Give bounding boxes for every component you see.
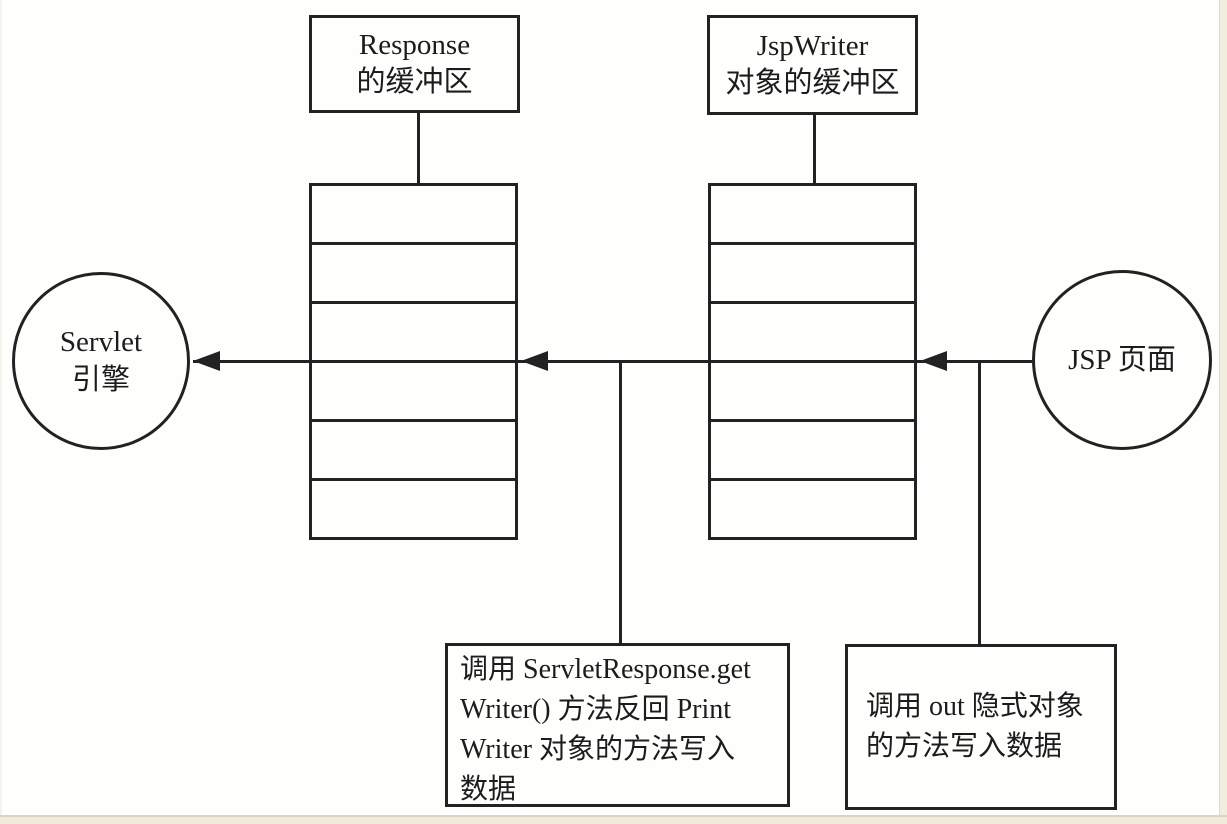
- jspwriter-buffer-label: JspWriter 对象的缓冲区: [725, 30, 900, 99]
- response-buffer-label: Response 的缓冲区: [356, 29, 473, 98]
- right-note-box: 调用 out 隐式对象 的方法写入数据: [845, 644, 1117, 810]
- arrowhead-into-jspwriter-buffer: [920, 351, 947, 371]
- buffer-row: [312, 186, 515, 245]
- data-flow-line: [193, 360, 1032, 363]
- response-buffer-box: Response 的缓冲区: [309, 15, 520, 113]
- connector-to-left-note: [619, 362, 622, 643]
- buffer-row: [711, 245, 914, 304]
- page-edge-left: [0, 0, 2, 824]
- buffer-row: [312, 422, 515, 481]
- jspwriter-buffer-stack: [708, 183, 917, 540]
- connector-to-right-note: [978, 362, 981, 644]
- buffer-row: [312, 481, 515, 537]
- left-note-text: 调用 ServletResponse.get Writer() 方法反回 Pri…: [460, 654, 751, 805]
- arrowhead-into-response-buffer: [521, 351, 548, 371]
- buffer-row: [312, 363, 515, 422]
- buffer-row: [711, 481, 914, 537]
- left-note-box: 调用 ServletResponse.get Writer() 方法反回 Pri…: [445, 643, 790, 807]
- right-note-text: 调用 out 隐式对象 的方法写入数据: [866, 691, 1084, 762]
- buffer-row: [312, 245, 515, 304]
- arrowhead-into-servlet-engine: [193, 351, 220, 371]
- servlet-engine-label: Servlet 引擎: [59, 326, 143, 396]
- buffer-row: [711, 422, 914, 481]
- page-edge-bottom: [0, 815, 1227, 824]
- jspwriter-buffer-box: JspWriter 对象的缓冲区: [707, 15, 918, 115]
- buffer-row: [711, 363, 914, 422]
- response-buffer-stack: [309, 183, 518, 540]
- connector-response-box-to-stack: [417, 113, 420, 183]
- jsp-page-label: JSP 页面: [1068, 344, 1176, 376]
- jsp-page-circle: JSP 页面: [1032, 270, 1212, 450]
- buffer-row: [312, 304, 515, 363]
- buffer-row: [711, 304, 914, 363]
- page-edge-right: [1219, 0, 1227, 824]
- servlet-engine-circle: Servlet 引擎: [12, 272, 190, 450]
- buffer-row: [711, 186, 914, 245]
- connector-jspwriter-box-to-stack: [813, 115, 816, 183]
